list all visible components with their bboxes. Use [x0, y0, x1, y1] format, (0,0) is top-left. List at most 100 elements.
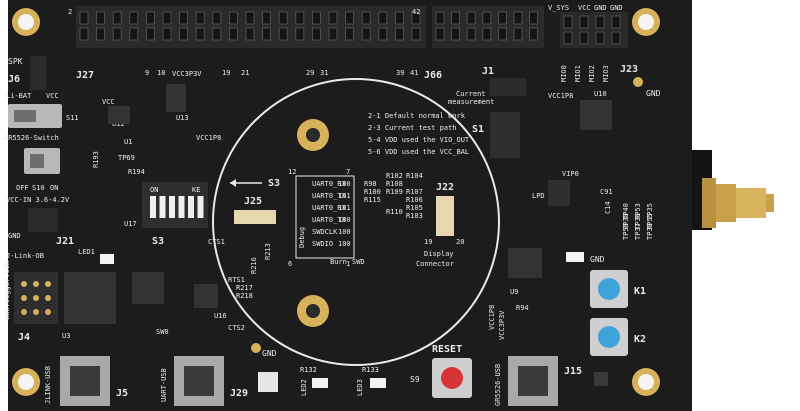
j66-pin [482, 11, 492, 25]
chip-u11 [166, 84, 186, 112]
j27-pin [228, 27, 238, 41]
j66-pin [497, 11, 507, 25]
signal-name: SWDCLK [312, 228, 338, 236]
note-2: 2-3 Current test path [368, 124, 457, 132]
j27-pin [378, 11, 388, 25]
signal-value: 100 [338, 216, 351, 224]
pin-31-label: 31 [320, 69, 328, 77]
j27-pin [179, 27, 189, 41]
gnd-testpoint [633, 77, 643, 87]
j66-pin [529, 11, 538, 25]
j27-pin [112, 27, 122, 41]
col-1-label: 1 [346, 260, 350, 268]
s11-label: S11 [66, 114, 79, 122]
dip-key[interactable] [178, 196, 185, 218]
dip-key[interactable] [169, 196, 175, 218]
resistor-label: R98 [364, 180, 377, 188]
j27-pin [361, 11, 371, 25]
j23-label: J23 [620, 64, 638, 75]
connector-label: Connector [416, 260, 454, 268]
j22-pin19: 19 [424, 238, 432, 246]
j5-label: J5 [116, 388, 128, 399]
resistor-label: R108 [386, 180, 403, 188]
j23-pin [611, 31, 621, 45]
resistor-label: R102 [386, 172, 403, 180]
j27-pin [311, 11, 321, 25]
col-6-label: 6 [288, 260, 292, 268]
j27-pin [162, 27, 172, 41]
j27-pin [195, 11, 205, 25]
button-k1[interactable] [590, 270, 628, 308]
usb-gr5526 [508, 356, 558, 406]
measurement-label: measurement [448, 98, 494, 106]
dip-on-label: ON [150, 186, 158, 194]
vcc3p3v-right-label: VCC3P3V [498, 310, 506, 340]
pin-29-label: 29 [306, 69, 314, 77]
col-12-label: 12 [288, 168, 296, 176]
u3-label: U3 [62, 332, 70, 340]
usb-jlink [60, 356, 110, 406]
display-label: Display [424, 250, 454, 258]
j27-pin [345, 11, 355, 25]
j27-pin [212, 11, 222, 25]
led2-label: LED2 [300, 379, 308, 396]
j27-pin [411, 11, 421, 25]
button-k2[interactable] [590, 318, 628, 356]
j27-pin [295, 27, 305, 41]
header-j27 [76, 6, 426, 48]
jlink-usb-label: JLINK-USB [44, 366, 52, 404]
c91-label: C91 [600, 188, 613, 196]
vcc1p8-right-label: VCC1P8 [548, 92, 573, 100]
on-label: ON [50, 184, 58, 192]
j4-label: J4 [18, 332, 30, 343]
pin-10-label: 10 [157, 69, 165, 77]
vcc3p3v-label: VCC3P3V [172, 70, 202, 78]
spk-label: SPK [8, 57, 23, 66]
uart-usb-label: UART-USB [160, 368, 168, 402]
dip-key[interactable] [197, 196, 204, 218]
chip-u12 [108, 106, 130, 124]
header-j23 [560, 12, 628, 48]
r194-label: R194 [128, 168, 145, 176]
j66-pin [513, 11, 523, 25]
gnd-bottom-label: GND [262, 349, 277, 358]
j27-pin [311, 27, 321, 41]
j23-pin [579, 31, 589, 45]
r132-label: R132 [300, 366, 317, 374]
testpoint-label: TP38 [622, 213, 630, 230]
battery-switch-knob [14, 110, 36, 122]
dip-key[interactable] [188, 196, 194, 218]
s3-label: S3 [152, 236, 164, 247]
j66-pin [513, 27, 523, 41]
dip-key[interactable] [150, 196, 156, 218]
gnd-bottom-testpoint [251, 343, 261, 353]
led1-label: LED1 [78, 248, 95, 256]
r193-label: R193 [92, 151, 100, 168]
v-sys-label: V_SYS [548, 4, 569, 12]
dip-ke-label: KE [192, 186, 200, 194]
mio2-label: MIO2 [588, 65, 596, 82]
vcc-in-connector [28, 208, 58, 232]
j22-label: J22 [436, 182, 454, 193]
pin-41-label: 41 [410, 69, 418, 77]
reset-button[interactable] [432, 358, 472, 398]
j27-pin [96, 27, 105, 41]
cts1-label: CTS1 [208, 238, 225, 246]
signal-name: UART0_TX [312, 192, 347, 200]
s10-label: S10 [32, 184, 45, 192]
slide-switch-s1[interactable] [490, 112, 520, 158]
j27-pin [328, 11, 338, 25]
j27-pin [278, 27, 288, 41]
r94-label: R94 [516, 304, 529, 312]
j27-pin [262, 27, 272, 41]
j66-pin [435, 27, 445, 41]
r217-label: R217 [236, 284, 253, 292]
jtag-header-j4 [14, 272, 58, 324]
led3-label: LED3 [356, 379, 364, 396]
dip-key[interactable] [159, 196, 166, 218]
j66-pin [435, 11, 445, 25]
testpoint-label: TP35 [646, 203, 654, 220]
col-7-label: 7 [346, 168, 350, 176]
resistor-label: R115 [364, 196, 381, 204]
jumper-j1 [490, 78, 526, 96]
